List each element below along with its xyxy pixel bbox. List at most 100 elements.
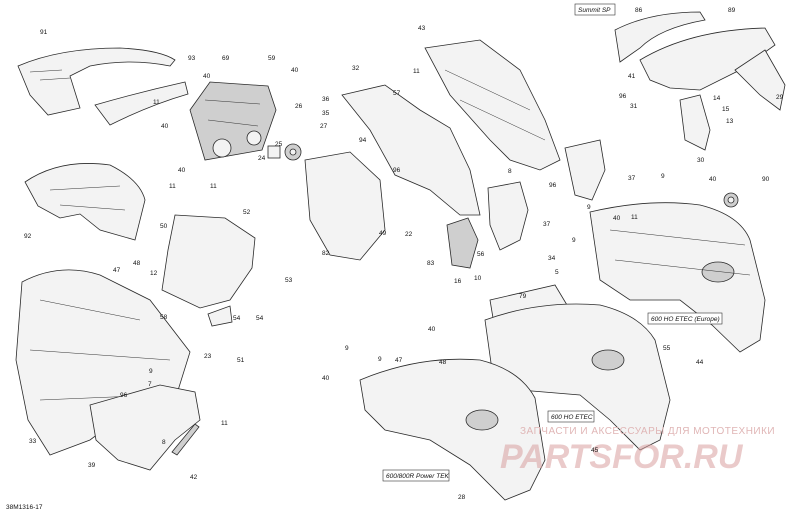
watermark-tagline: ЗАПЧАСТИ И АКСЕССУАРЫ ДЛЯ МОТОТЕХНИКИ: [520, 426, 775, 437]
callout-58: 58: [160, 314, 168, 321]
part-42-rail: [171, 423, 200, 456]
callout-37: 37: [628, 175, 636, 182]
callout-14: 14: [713, 95, 721, 102]
callout-40: 40: [203, 73, 211, 80]
callout-54: 54: [233, 315, 241, 322]
svg-text:600 HO ETEC (Europe): 600 HO ETEC (Europe): [651, 316, 720, 323]
callout-91: 91: [40, 29, 48, 36]
callout-24: 24: [258, 155, 266, 162]
callout-8: 8: [162, 439, 166, 446]
callout-22: 22: [405, 231, 413, 238]
part-82-cover: [304, 151, 386, 261]
callout-7: 7: [148, 381, 152, 388]
part-83-bracket: [446, 217, 479, 269]
callout-11: 11: [631, 214, 638, 221]
svg-text:600 HO ETEC: 600 HO ETEC: [551, 414, 593, 421]
callout-96: 96: [619, 93, 627, 100]
part-86-windshield: [614, 11, 776, 91]
callout-12: 12: [150, 270, 158, 277]
callout-30: 30: [697, 157, 705, 164]
callout-36: 36: [322, 96, 330, 103]
callout-92: 92: [24, 233, 32, 240]
callout-57: 57: [393, 90, 401, 97]
part-50-panel: [161, 214, 256, 309]
callout-41: 41: [628, 73, 636, 80]
callout-8: 8: [508, 168, 512, 175]
callout-94: 94: [359, 137, 367, 144]
callout-40: 40: [291, 67, 299, 74]
part-92-console: [24, 163, 146, 241]
callout-96: 96: [120, 392, 128, 399]
callout-54: 54: [256, 315, 264, 322]
callout-16: 16: [454, 278, 462, 285]
callout-82: 82: [322, 250, 330, 257]
callout-40: 40: [428, 326, 436, 333]
part-32-frame: [341, 84, 481, 216]
callout-47: 47: [395, 357, 403, 364]
callout-48: 48: [133, 260, 141, 267]
callout-28: 28: [458, 494, 466, 501]
callout-40: 40: [161, 123, 169, 130]
callout-69: 69: [222, 55, 230, 62]
part-93-trim: [94, 81, 189, 126]
callout-96: 96: [393, 167, 401, 174]
callout-42: 42: [190, 474, 198, 481]
part-39-lower-panel: [89, 384, 201, 471]
callout-83: 83: [427, 260, 435, 267]
variant-label-power-tek: 600/800R Power TEK: [382, 469, 450, 482]
callout-39: 39: [88, 462, 96, 469]
callout-43: 43: [418, 25, 426, 32]
callout-40: 40: [322, 375, 330, 382]
svg-text:Summit SP: Summit SP: [578, 7, 611, 14]
callout-9: 9: [587, 204, 591, 211]
callout-27: 27: [320, 123, 328, 130]
callout-44: 44: [696, 359, 704, 366]
watermark-brand: PARTSFOR.RU: [500, 438, 744, 476]
callout-49: 49: [379, 230, 387, 237]
part-29-panel: [734, 49, 786, 111]
callout-11: 11: [153, 99, 160, 106]
callout-32: 32: [352, 65, 360, 72]
callout-11: 11: [169, 183, 176, 190]
part-91-windshield: [17, 47, 176, 116]
callout-93: 93: [188, 55, 196, 62]
callout-9: 9: [572, 237, 576, 244]
callout-11: 11: [413, 68, 420, 75]
callout-47: 47: [113, 267, 121, 274]
part-37-bracket: [487, 139, 606, 251]
part-69-gauge-housing: [189, 81, 277, 161]
callout-9: 9: [378, 356, 382, 363]
callout-9: 9: [149, 368, 153, 375]
callout-33: 33: [29, 438, 37, 445]
callout-50: 50: [160, 223, 168, 230]
part-33-side-panel: [15, 269, 191, 456]
callout-25: 25: [275, 141, 283, 148]
callout-53: 53: [285, 277, 293, 284]
callout-51: 51: [237, 357, 245, 364]
callout-9: 9: [661, 173, 665, 180]
callout-29: 29: [776, 94, 784, 101]
callout-40: 40: [709, 176, 717, 183]
callout-89: 89: [728, 7, 736, 14]
callout-5: 5: [555, 269, 559, 276]
variant-label-ho-etec: 600 HO ETEC: [547, 410, 595, 423]
part-27-gear: [267, 143, 302, 161]
variant-label-summit: Summit SP: [574, 3, 616, 16]
callout-10: 10: [474, 275, 482, 282]
drawing-number: 38M1316-17: [6, 504, 43, 511]
callout-26: 26: [295, 103, 303, 110]
part-28-belly-pan: [359, 358, 546, 501]
callout-40: 40: [178, 167, 186, 174]
callout-9: 9: [345, 345, 349, 352]
callout-40: 40: [613, 215, 621, 222]
svg-text:600/800R Power TEK: 600/800R Power TEK: [386, 473, 450, 480]
variant-label-europe: 600 HO ETEC (Europe): [647, 312, 723, 325]
callout-11: 11: [210, 183, 217, 190]
callout-13: 13: [726, 118, 734, 125]
callout-11: 11: [221, 420, 228, 427]
callout-34: 34: [548, 255, 556, 262]
callout-59: 59: [268, 55, 276, 62]
callout-31: 31: [630, 103, 638, 110]
